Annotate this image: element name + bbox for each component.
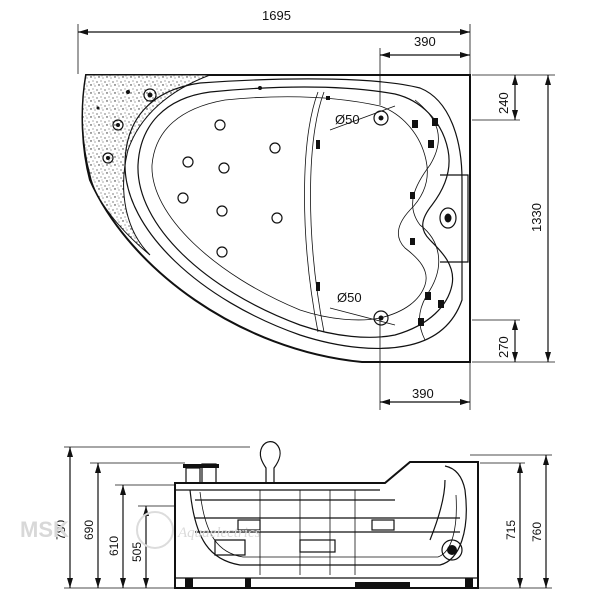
jet bbox=[218, 162, 230, 174]
side-tub-shell bbox=[189, 465, 467, 566]
headrest-frame bbox=[440, 174, 469, 263]
seat-divider bbox=[304, 91, 319, 333]
drain-bottom-label: Ø50 bbox=[337, 290, 362, 305]
dim-610-label: 610 bbox=[107, 536, 121, 556]
dim-690-label: 690 bbox=[82, 520, 96, 540]
pump-motor bbox=[429, 479, 463, 561]
drain-top: Ø50 bbox=[329, 105, 396, 131]
dimension-offset-top: 390 bbox=[379, 34, 470, 105]
dimension-right-stack: 240 1330 270 bbox=[472, 74, 555, 363]
jet bbox=[214, 119, 226, 131]
dim-390-bottom-label: 390 bbox=[412, 386, 434, 401]
dim-1695-label: 1695 bbox=[262, 8, 291, 23]
dim-760-label: 760 bbox=[530, 522, 544, 542]
side-view: 780 690 610 505 715 760 bbox=[54, 441, 552, 589]
watermark: MSK Aquaelectrics bbox=[20, 511, 261, 549]
pillow-fitting bbox=[439, 207, 457, 229]
dim-505-label: 505 bbox=[130, 542, 144, 562]
dim-1330-label: 1330 bbox=[529, 203, 544, 232]
watermark-brand: MSK bbox=[20, 517, 69, 542]
jet bbox=[271, 212, 283, 224]
jet bbox=[269, 142, 281, 154]
dim-240-label: 240 bbox=[496, 92, 511, 114]
headrest-wave-top bbox=[412, 99, 439, 226]
seat-divider-2 bbox=[310, 91, 325, 333]
side-plumbing bbox=[195, 490, 460, 575]
jet bbox=[177, 192, 189, 204]
jet bbox=[258, 86, 262, 90]
side-right-dimensions: 715 760 bbox=[470, 454, 552, 589]
jet bbox=[182, 156, 194, 168]
basin-rim-outer bbox=[124, 78, 463, 349]
dim-780-label: 780 bbox=[54, 520, 68, 540]
jet bbox=[216, 246, 228, 258]
deck-fittings bbox=[96, 88, 157, 164]
tub-deck-speckle bbox=[82, 74, 211, 256]
dimension-offset-bottom: 390 bbox=[379, 320, 471, 410]
faucet-assembly bbox=[183, 441, 281, 484]
drain-bottom: Ø50 bbox=[329, 290, 396, 326]
dim-715-label: 715 bbox=[504, 520, 518, 540]
watermark-script: Aquaelectrics bbox=[177, 525, 261, 541]
support-feet bbox=[185, 578, 473, 588]
dim-270-label: 270 bbox=[496, 336, 511, 358]
jet bbox=[216, 205, 228, 217]
dim-390-top-label: 390 bbox=[414, 34, 436, 49]
side-left-dimensions: 780 690 610 505 bbox=[54, 446, 250, 589]
top-view: 1695 390 390 240 bbox=[77, 8, 555, 410]
basin-floor bbox=[151, 96, 428, 321]
side-jets bbox=[316, 96, 444, 326]
whirlpool-jets bbox=[177, 86, 283, 258]
dimension-overall-width: 1695 bbox=[77, 8, 471, 74]
side-tub-body bbox=[174, 461, 479, 589]
drain-top-label: Ø50 bbox=[335, 112, 360, 127]
basin-inner bbox=[137, 86, 454, 338]
